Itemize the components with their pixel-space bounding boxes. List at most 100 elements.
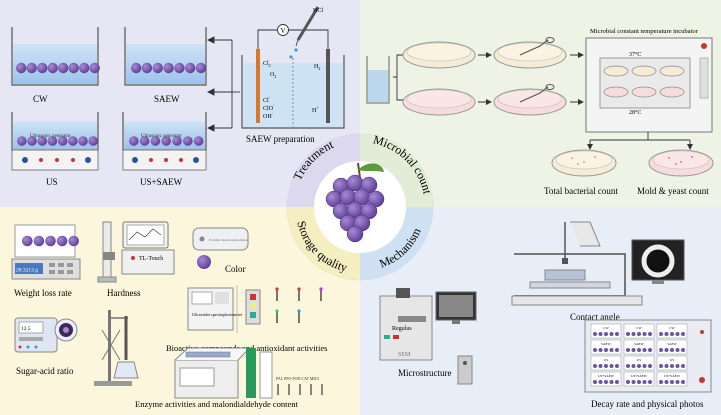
grape-icon [183, 136, 193, 146]
decay-box-label: SAEW [634, 342, 644, 346]
o2-label: O2 [270, 72, 276, 79]
grape-icon [681, 332, 685, 336]
electrolysis-cell: V HCl Cl2 O2 Cl- ClO- OH- H2 H+ SAEW pre… [241, 6, 345, 144]
decay-box [656, 371, 688, 387]
color-label: Color [225, 264, 246, 274]
decay-box-label: US+SAEW [664, 374, 681, 378]
sugar-acid-label: Sugar-acid ratio [16, 366, 74, 376]
grape-icon [22, 235, 33, 247]
grape-icon [604, 380, 608, 384]
grape-icon [68, 235, 79, 247]
grape-bunch-icon [325, 162, 385, 243]
us-label: US [46, 177, 58, 187]
grape-icon [681, 348, 685, 352]
grape-icon [185, 62, 196, 74]
grape-icon [664, 380, 669, 384]
colorimeter-text: Portable Spectrophotometer [209, 238, 249, 242]
uv-label: Ultraviolet spectrophotometer [192, 312, 243, 317]
grape-icon [626, 364, 630, 368]
grape-icon [174, 62, 185, 74]
cw-label: CW [33, 94, 48, 104]
mold-yeast-label: Mold & yeast count [637, 186, 709, 196]
grape-icon [346, 225, 364, 243]
microbial-workflow: Microbial constant temperature incubator… [366, 28, 714, 196]
grape-icon [16, 62, 27, 74]
grape-icon [670, 364, 674, 368]
grape-icon [609, 364, 614, 368]
decay-box [656, 339, 688, 355]
saew-label: SAEW [154, 94, 180, 104]
grape-icon [172, 136, 182, 146]
grape-icon [615, 348, 619, 352]
grape-icon [68, 62, 79, 74]
cw-tank: CW [11, 27, 100, 104]
grape-icon [598, 380, 603, 384]
grape-icon [89, 62, 100, 74]
grape-icon [37, 62, 48, 74]
grape-icon [659, 364, 663, 368]
grape-icon [681, 380, 685, 384]
voltmeter-label: V [281, 27, 286, 35]
us-saew-label: US+SAEW [140, 177, 183, 187]
decay-box-label: US [670, 358, 674, 362]
decay-box-label: US+SAEW [631, 374, 648, 378]
grape-icon [681, 364, 685, 368]
hardness-label: Hardness [107, 288, 141, 298]
grape-icon [58, 62, 69, 74]
grape-icon [593, 380, 597, 384]
grape-icon [637, 364, 641, 368]
total-bacterial-label: Total bacterial count [544, 186, 618, 196]
decay-box [590, 339, 622, 355]
grape-icon [670, 332, 674, 336]
grape-icon [598, 332, 603, 336]
sem-label: SEM [398, 352, 411, 358]
grape-icon [648, 332, 652, 336]
ultrasonic-label-us-saew: Ultrasonic generator [141, 134, 182, 139]
grape-icon [642, 380, 647, 384]
grape-icon [642, 332, 647, 336]
decay-box-label: CW [636, 326, 642, 330]
grape-icon [631, 364, 636, 368]
grape-icon [17, 136, 27, 146]
grape-icon [129, 136, 139, 146]
grape-icon [670, 380, 674, 384]
grape-icon [78, 136, 88, 146]
decay-box [623, 339, 655, 355]
grape-icon [642, 348, 647, 352]
clo-minus-label: ClO- [263, 103, 275, 112]
grape-icon [659, 332, 663, 336]
grape-icon [659, 348, 663, 352]
grape-icon [631, 380, 636, 384]
treatment-arrows [206, 36, 240, 132]
saew-tank: SAEW [124, 27, 207, 104]
grape-icon [163, 62, 174, 74]
grape-icon [593, 332, 597, 336]
decay-box [656, 323, 688, 339]
microstructure-label: Microstructure [398, 368, 451, 378]
grape-icon [637, 348, 641, 352]
ultrasonic-label-us: Ultrasonic generator [30, 134, 71, 139]
grape-icon [139, 136, 150, 146]
decay-box [623, 355, 655, 371]
grape-icon [346, 174, 364, 192]
grape-icon [648, 348, 652, 352]
grape-icon [615, 332, 619, 336]
grape-icon [47, 62, 58, 74]
storage-workflow: 28.3213 g Weight loss rate TL-Touch Hard… [11, 221, 327, 409]
grape-icon [193, 136, 204, 146]
brix-value: 12.5 [21, 326, 31, 332]
oh-minus-label: OH- [263, 111, 274, 120]
grape-icon [664, 332, 669, 336]
cl-minus-label: Cl- [263, 95, 271, 104]
grape-icon [57, 136, 68, 146]
grape-icon [615, 364, 619, 368]
grape-icon [150, 136, 161, 146]
us-saew-tank: Ultrasonic generator US+SAEW [122, 112, 207, 187]
mechanism-workflow: Contact angle Regulus SEM Microstructure… [379, 221, 712, 409]
grape-icon [33, 235, 45, 247]
incubator-label: Microbial constant temperature incubator [590, 28, 699, 35]
grape-icon [609, 380, 614, 384]
grape-icon [604, 348, 608, 352]
grape-icon [152, 62, 163, 74]
